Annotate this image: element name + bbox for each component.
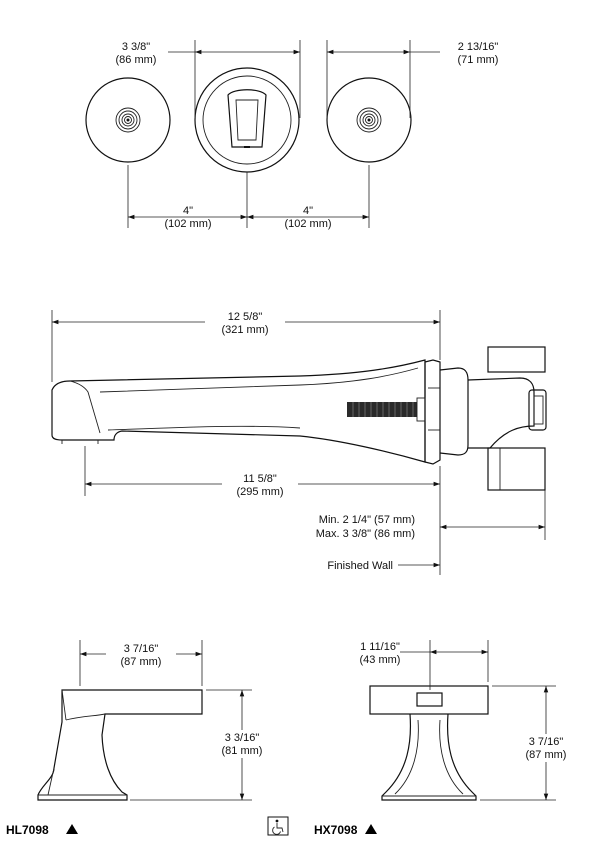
hx7098-height-in: 3 7/16" — [529, 736, 564, 748]
escutcheon-dia-in: 3 3/8" — [122, 41, 150, 53]
hx7098-handle: 1 11/16" (43 mm) 3 7/16" (87 mm) HX7098 — [314, 640, 578, 837]
spacing-right-mm: (102 mm) — [284, 218, 331, 230]
hl7098-length-in: 3 7/16" — [124, 643, 159, 655]
left-escutcheon — [85, 77, 171, 163]
wheelchair-icon — [267, 816, 289, 836]
overall-length-mm: (321 mm) — [221, 324, 268, 336]
dim-handle-dia: 2 13/16" (71 mm) — [326, 40, 499, 118]
overall-length-in: 12 5/8" — [228, 311, 263, 323]
threaded-shank — [347, 397, 426, 422]
spacing-left-mm: (102 mm) — [164, 218, 211, 230]
dim-wall-thickness: Min. 2 1/4" (57 mm) Max. 3 3/8" (86 mm) — [316, 490, 546, 575]
finished-wall-label: Finished Wall — [327, 560, 393, 572]
right-escutcheon — [326, 77, 412, 163]
dim-spacing: 4" (102 mm) 4" (102 mm) — [127, 165, 370, 230]
hl7098-height-mm: (81 mm) — [222, 745, 263, 757]
hx7098-model: HX7098 — [314, 823, 358, 837]
dim-escutcheon-dia: 3 3/8" (86 mm) — [116, 40, 301, 118]
spout-reach-mm: (295 mm) — [236, 486, 283, 498]
spout — [51, 359, 426, 463]
handle-dia-mm: (71 mm) — [458, 54, 499, 66]
hl7098-length-mm: (87 mm) — [121, 656, 162, 668]
handle-dia-in: 2 13/16" — [458, 41, 499, 53]
wall-min-label: Min. 2 1/4" (57 mm) — [319, 514, 415, 526]
top-view: 3 3/8" (86 mm) 2 13/16" (71 mm) 4" (102 … — [85, 40, 499, 230]
rough-in-valve — [467, 346, 547, 491]
triangle-icon — [365, 824, 377, 834]
hx7098-width-in: 1 11/16" — [360, 641, 400, 653]
wall-max-label: Max. 3 3/8" (86 mm) — [316, 528, 415, 540]
hl7098-model: HL7098 — [6, 823, 49, 837]
triangle-icon — [66, 824, 78, 834]
escutcheon-dia-mm: (86 mm) — [116, 54, 157, 66]
wall-flange — [424, 359, 469, 465]
spout-reach-in: 11 5/8" — [243, 473, 277, 485]
dim-overall-length: 12 5/8" (321 mm) — [51, 310, 441, 382]
side-view: 12 5/8" (321 mm) 11 5/8" (295 mm) Min. 2… — [51, 310, 547, 575]
dim-spout-reach: 11 5/8" (295 mm) — [84, 446, 441, 500]
hl7098-height-in: 3 3/16" — [225, 732, 260, 744]
finished-wall-callout: Finished Wall — [327, 560, 440, 572]
spacing-left-in: 4" — [183, 205, 193, 217]
center-escutcheon — [194, 67, 300, 173]
hl7098-handle: 3 7/16" (87 mm) 3 3/16" (81 mm) HL7098 — [6, 640, 274, 837]
hx7098-height-mm: (87 mm) — [526, 749, 567, 761]
hx7098-width-mm: (43 mm) — [360, 654, 401, 666]
spacing-right-in: 4" — [303, 205, 313, 217]
